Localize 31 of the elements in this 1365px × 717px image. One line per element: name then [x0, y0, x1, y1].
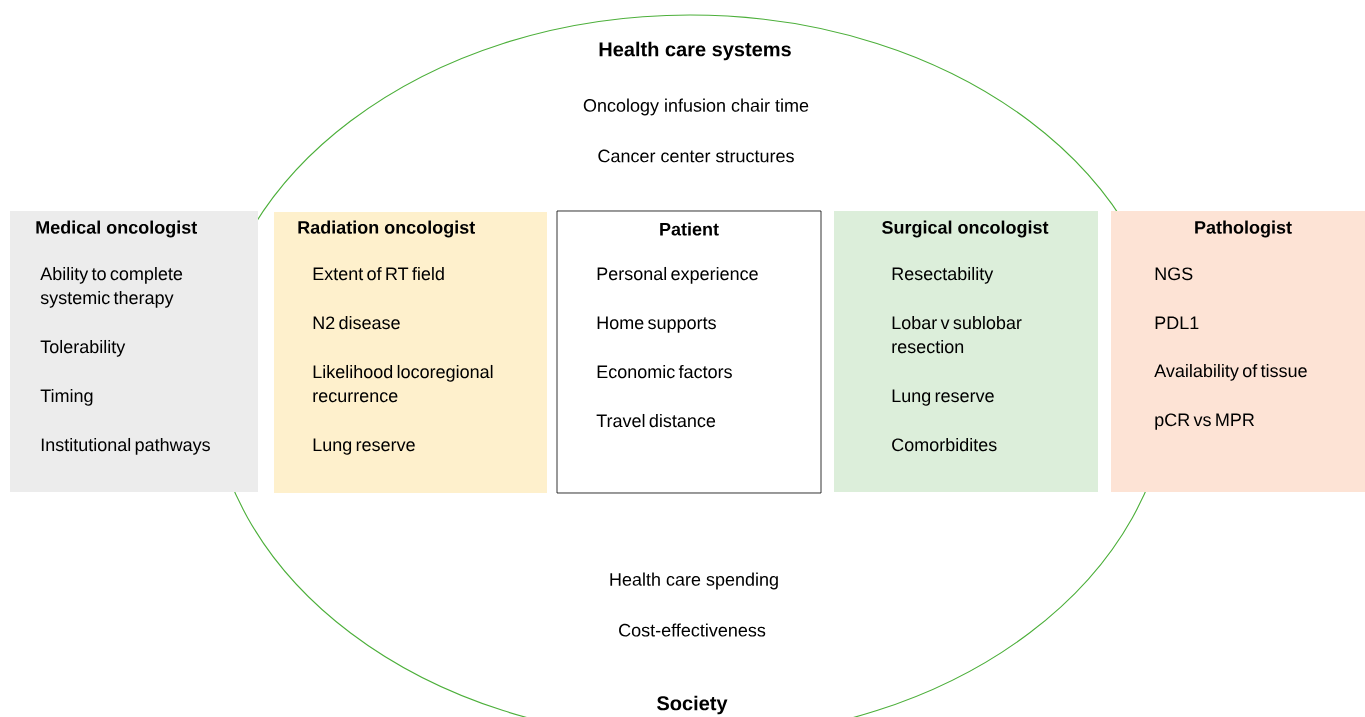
item-text: Likelihood locoregional recurrence: [313, 364, 493, 403]
heading: Medical oncologist: [36, 220, 197, 238]
item-text: Travel distance: [596, 413, 716, 428]
item-text: Personal experience: [597, 266, 758, 284]
item-text: Cost-effectiveness: [619, 623, 766, 637]
item-text: Comorbidites: [892, 437, 997, 452]
item-text: N2 disease: [313, 315, 400, 330]
item-text: Health care spending: [610, 572, 778, 590]
heading: Health care systems: [599, 41, 791, 61]
item-text: pCR vs MPR: [1155, 413, 1255, 430]
item-text: Extent of RT field: [313, 266, 444, 281]
heading: Pathologist: [1195, 220, 1292, 238]
item-text: Ability to complete systemic therapy: [40, 266, 183, 308]
item-text: Lobar v sublobar resection: [892, 315, 1022, 354]
item-text: Home supports: [597, 316, 716, 333]
heading: Society: [657, 695, 728, 715]
item-text: Lung reserve: [892, 389, 994, 406]
item-text: NGS: [1155, 267, 1193, 281]
item-text: Cancer center structures: [598, 149, 794, 163]
item-text: Lung reserve: [313, 438, 415, 455]
item-text: Institutional pathways: [41, 437, 210, 455]
item-text: Economic factors: [597, 364, 732, 379]
item-text: Oncology infusion chair time: [583, 98, 809, 116]
item-text: Tolerability: [40, 339, 126, 357]
item-text: Timing: [40, 388, 93, 406]
item-text: Availability of tissue: [1154, 363, 1307, 381]
heading: Patient: [660, 222, 719, 236]
heading: Radiation oncologist: [298, 220, 475, 238]
heading: Surgical oncologist: [882, 220, 1049, 238]
item-text: PDL1: [1155, 316, 1199, 329]
item-text: Resectability: [892, 266, 994, 284]
